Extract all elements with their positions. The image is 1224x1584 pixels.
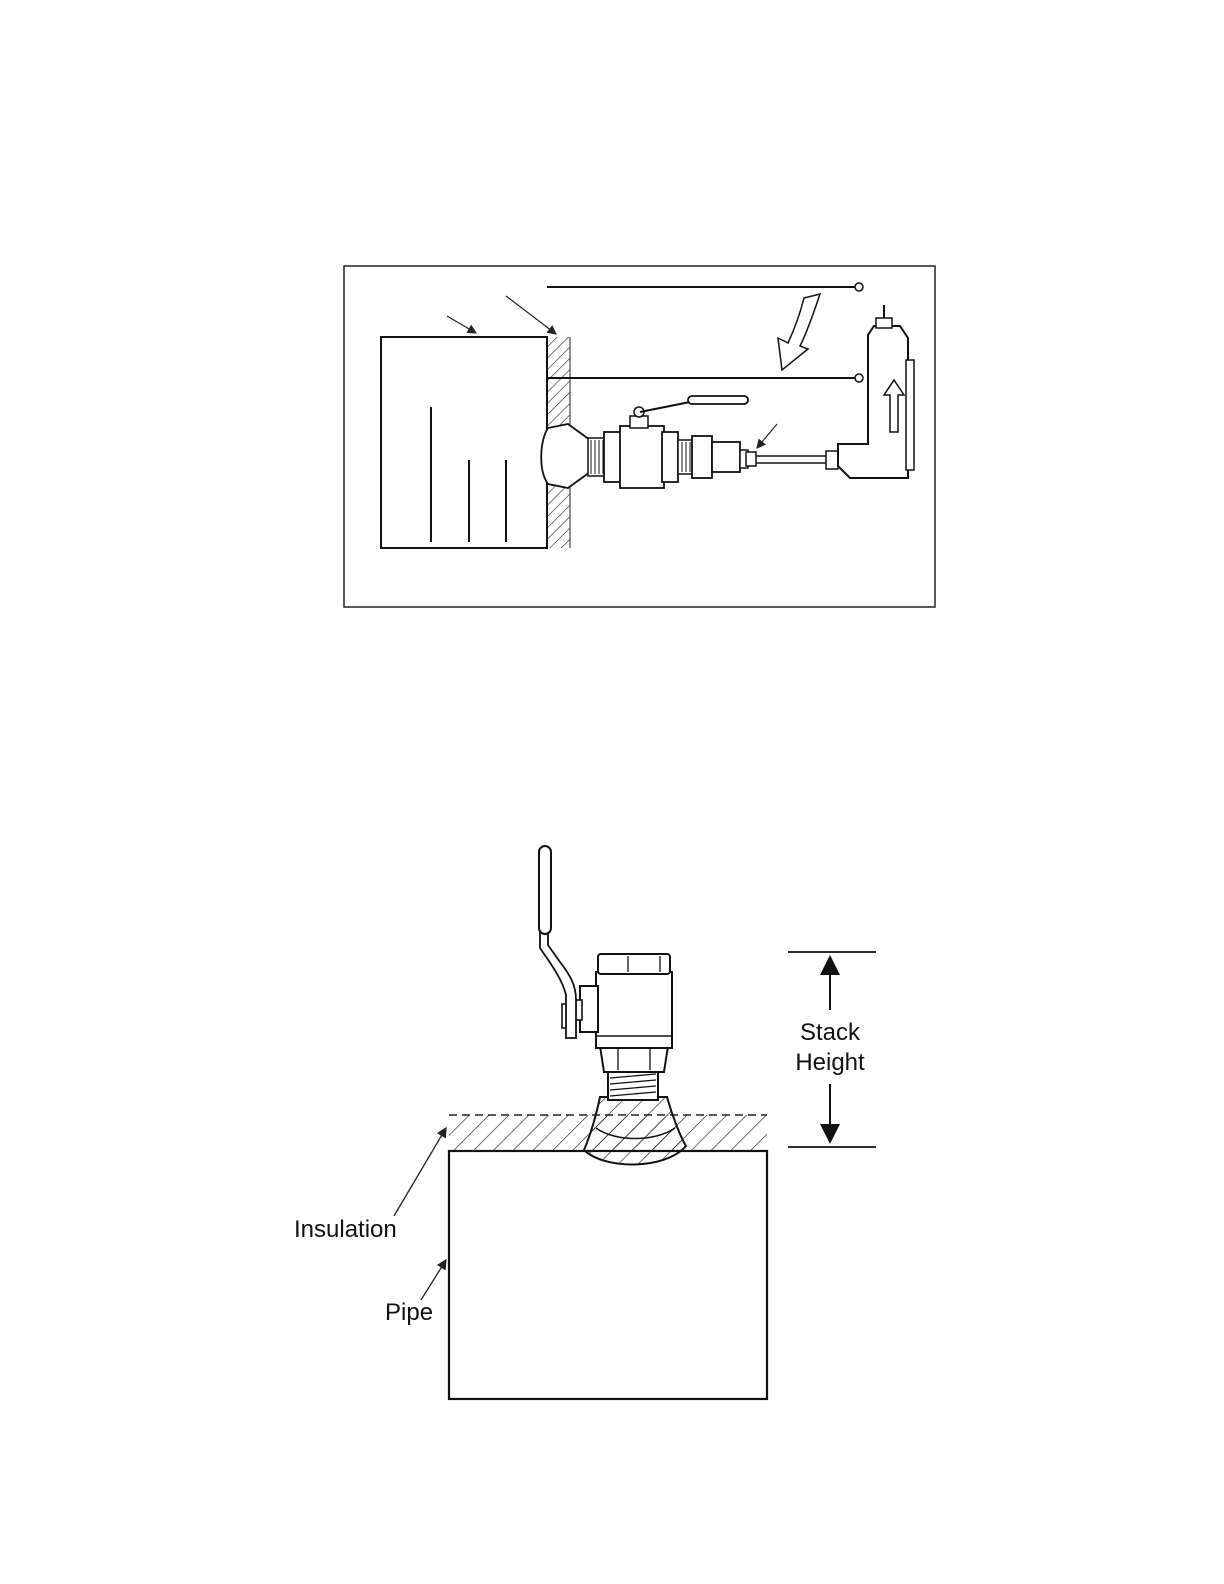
stack-height-label-line2: Height (795, 1049, 865, 1076)
threaded-nipple-vertical (608, 1072, 658, 1100)
insulation-label: Insulation (294, 1216, 397, 1243)
pipe-body (449, 1151, 767, 1399)
valve-handle-vertical (539, 846, 576, 1038)
stack-height-label-line1: Stack (800, 1019, 861, 1046)
valve-body-vertical (562, 954, 672, 1072)
pipe-label: Pipe (385, 1299, 433, 1326)
pipe-leader-arrow (421, 1260, 446, 1300)
insulation-leader-arrow (394, 1128, 446, 1216)
